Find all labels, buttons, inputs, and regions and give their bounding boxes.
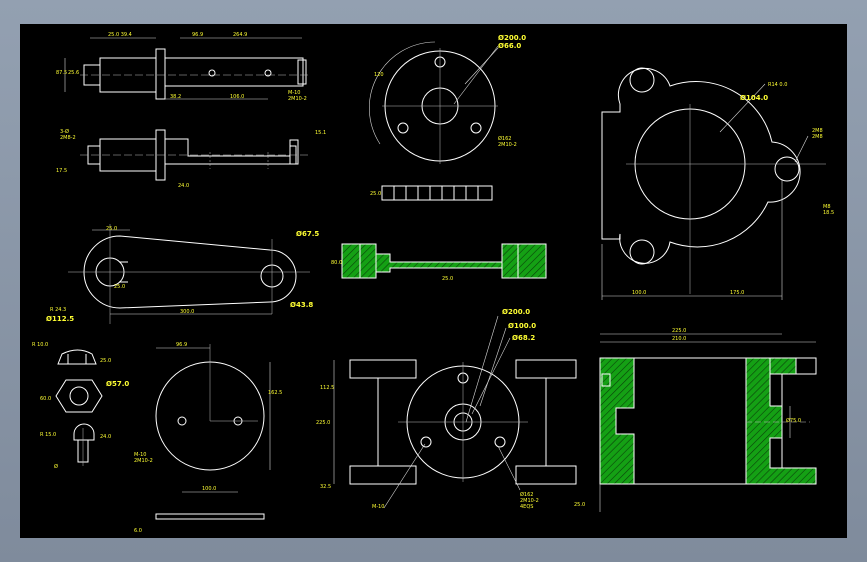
dim-side-5: 24.0 [178,183,189,189]
dim-lever-7: 25.0 [114,284,125,290]
strip-view: 25.0 [370,185,493,201]
dim-part-5: R 15.0 [40,432,56,438]
lever-section-view: 80.0 25.0 [331,243,547,282]
dim-housing-4: 175.0 [730,290,744,296]
dim-part-1: R 10.0 [32,342,48,348]
dim-hsec-2: 210.0 [672,336,686,342]
dim-bracket-8: Ø162 [520,491,533,498]
bracket-view: Ø200.0 Ø100.0 Ø68.2 112.5 225.0 32.5 M-1… [316,308,577,510]
dim-disk-1: 96.9 [176,342,187,348]
dim-housing-6: 2M8 [812,134,823,140]
housing-top-view: R14 0.0 Ø104.0 100.0 175.0 2M8 2M8 M8 18… [601,67,834,300]
dim-bracket-4: 112.5 [320,385,334,391]
dim-part-4: 60.0 [40,396,51,402]
dim-shaft-3: 264.9 [233,32,247,38]
dim-shaft-6: 38.2 [170,94,181,100]
dim-flange-2: Ø66.0 [498,42,521,50]
dim-bracket-2: Ø100.0 [508,322,536,330]
drawing-canvas[interactable]: 25.0 39.4 96.9 264.9 87.5 25.6 38.2 106.… [20,24,847,538]
shaft-front-view: 25.0 39.4 96.9 264.9 87.5 25.6 38.2 106.… [56,32,310,102]
dim-lever-5: 300.0 [180,309,194,315]
dim-flange-5: 2M10-2 [498,142,517,148]
dim-hsec-1: 225.0 [672,328,686,334]
dim-housing-2: Ø104.0 [740,94,768,102]
dim-shaft-4: 87.5 [56,70,67,76]
dim-shaft-5: 25.6 [68,70,79,76]
dim-disk-4: 2M10-2 [134,458,153,464]
dim-shaft-1: 25.0 39.4 [108,32,132,38]
shaft-side-view: 3-Ø 2M8-2 15.1 17.5 24.0 [56,128,326,189]
dim-housing-1: R14 0.0 [768,82,787,88]
dim-disk-6: 6.0 [134,528,142,534]
lever-arm-view: 25.0 Ø67.5 R 24.3 Ø112.5 300.0 Ø43.8 25.… [46,224,319,324]
dim-part-2: 25.0 [100,358,111,364]
dim-part-6: 24.0 [100,434,111,440]
dim-side-4: 17.5 [56,168,67,174]
dim-disk-2: 162.5 [268,390,282,396]
dim-disk-5: 100.0 [202,486,216,492]
dim-lever-2: Ø67.5 [296,230,319,238]
dim-flange-4: Ø162 [498,135,511,142]
dim-bracket-7: M-10 [372,504,384,510]
dim-hsec-3: Ø75.0 [786,417,801,424]
dim-shaft-7: 106.0 [230,94,244,100]
dim-housing-7: M8 [823,204,831,210]
dim-bracket-10: 4EQS [520,504,533,510]
dim-lever-3: R 24.3 [50,307,66,313]
dim-bracket-3: Ø68.2 [512,334,535,342]
small-parts: R 10.0 25.0 Ø57.0 60.0 R 15.0 24.0 Ø [32,342,129,470]
flange-view: Ø200.0 Ø66.0 120 Ø162 2M10-2 [369,34,526,164]
dim-hsec-4: 25.0 [574,502,585,508]
dim-bracket-6: 32.5 [320,484,331,490]
dim-housing-5: 2M8 [812,128,823,134]
dim-flange-3: 120 [374,72,384,78]
dim-disk-3: M-10 [134,452,146,458]
dim-side-2: 2M8-2 [60,135,76,141]
dim-side-3: 15.1 [315,130,326,136]
dim-part-7: Ø [54,463,58,470]
housing-section-view: 225.0 210.0 Ø75.0 25.0 [574,328,817,512]
dim-lever-6: Ø43.8 [290,301,313,309]
dim-bracket-9: 2M10-2 [520,498,539,504]
dim-shaft-8: M-10 [288,90,300,96]
dim-lever-1: 25.0 [106,226,117,232]
dim-shaft-9: 2M10-2 [288,96,307,102]
dim-bracket-1: Ø200.0 [502,308,530,316]
dim-flange-1: Ø200.0 [498,34,526,42]
cad-drawing: 25.0 39.4 96.9 264.9 87.5 25.6 38.2 106.… [32,32,834,534]
disk-view: 96.9 162.5 M-10 2M10-2 100.0 6.0 [134,342,282,534]
dim-section-1: 80.0 [331,260,342,266]
dim-strip: 25.0 [370,191,381,197]
dim-part-3: Ø57.0 [106,380,129,388]
dim-housing-8: 18.5 [823,210,834,216]
dim-housing-3: 100.0 [632,290,646,296]
dim-section-2: 25.0 [442,276,453,282]
dim-bracket-5: 225.0 [316,420,330,426]
dim-shaft-2: 96.9 [192,32,203,38]
dim-side-1: 3-Ø [60,128,69,135]
dim-lever-4: Ø112.5 [46,315,74,323]
